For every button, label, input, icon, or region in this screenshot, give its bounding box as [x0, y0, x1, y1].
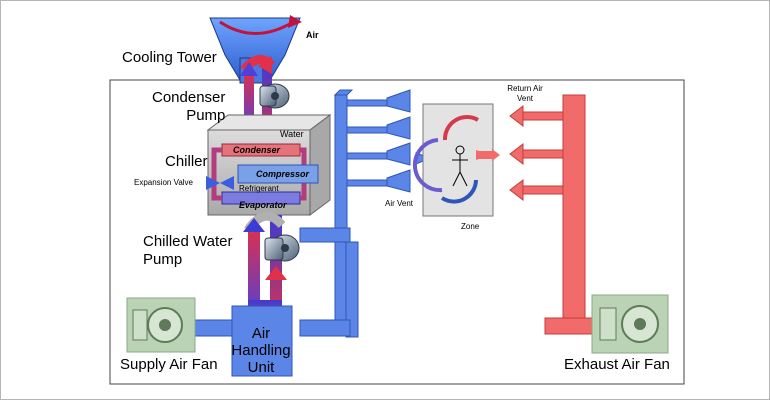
- condenser-pump-icon: [259, 83, 290, 109]
- supply-air-fan-label: Supply Air Fan: [120, 356, 218, 373]
- compressor-label: Compressor: [256, 169, 310, 179]
- cooling-tower-icon: [209, 15, 302, 84]
- building-boundary: [109, 79, 685, 385]
- expansion-valve-label: Expansion Valve: [134, 178, 193, 187]
- evaporator-label: Evaporator: [239, 200, 287, 210]
- exhaust-air-fan-icon: [591, 294, 669, 354]
- exhaust-air-fan-label: Exhaust Air Fan: [564, 356, 670, 373]
- refrigerant-label: Refrigerant: [239, 184, 279, 193]
- chiller-label: Chiller: [165, 153, 208, 170]
- condenser-label: Condenser: [233, 145, 281, 155]
- return-air-vent-label: Return Air Vent: [507, 84, 543, 103]
- water-label: Water: [280, 129, 304, 139]
- air-handling-unit-label: Air Handling Unit: [231, 325, 291, 376]
- cooling-tower-label: Cooling Tower: [122, 49, 217, 66]
- chilled-water-pump-icon: [264, 234, 300, 262]
- air-vent-label: Air Vent: [385, 199, 414, 208]
- chiller-unit: [206, 114, 332, 216]
- zone-label: Zone: [461, 222, 480, 231]
- supply-ductwork: [194, 89, 432, 377]
- condenser-pump-label: Condenser Pump: [152, 89, 226, 124]
- exhaust-ductwork: [509, 94, 610, 335]
- zone-room: [412, 103, 500, 217]
- supply-air-fan-icon: [126, 297, 196, 353]
- air-label: Air: [306, 30, 319, 40]
- chilled-water-pump-label: Chilled Water Pump: [143, 233, 233, 268]
